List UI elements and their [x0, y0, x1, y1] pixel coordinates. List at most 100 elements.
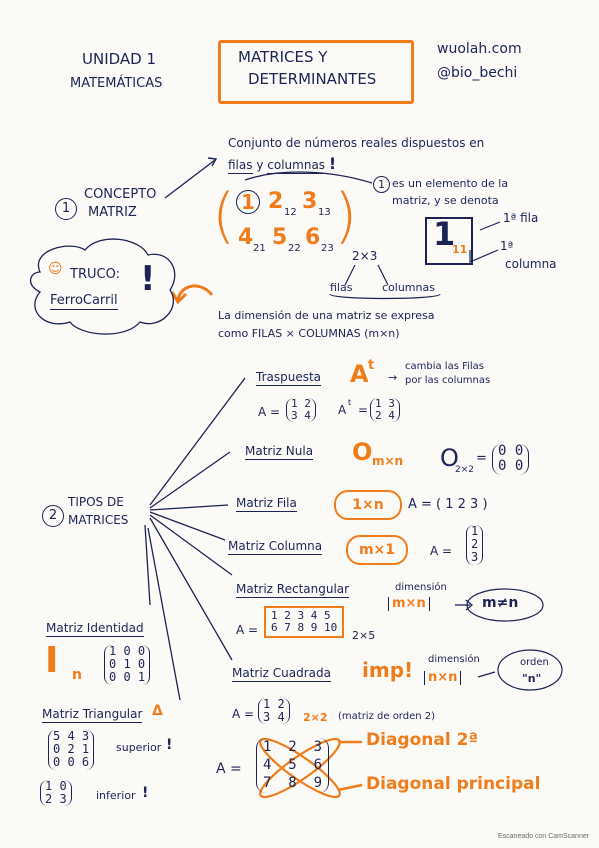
identidad-label: Matriz Identidad — [46, 621, 144, 637]
triangular-inf-matrix: 1 0 2 3 — [40, 779, 72, 807]
matrix-r2c1: 4 — [238, 225, 254, 250]
truco-bang: ! — [140, 259, 156, 299]
first-col-label-line2: columna — [505, 257, 557, 271]
rectangular-label: Matriz Rectangular — [236, 582, 350, 598]
traspuesta-eq-sign: = — [358, 403, 369, 417]
dim-note-line1: La dimensión de una matriz se expresa — [218, 309, 435, 322]
traspuesta-sup: t — [368, 358, 375, 373]
definition-y: y — [256, 158, 264, 172]
traspuesta-eq-a: A = — [258, 405, 281, 419]
cuadrada-dim-value: n×n — [424, 671, 462, 685]
matrix-r1c2: 2 — [268, 189, 284, 214]
tipos-branches — [144, 377, 246, 701]
columna-label: Matriz Columna — [228, 539, 323, 555]
traspuesta-eq-at-sup: t — [348, 398, 352, 407]
traspuesta-eq-at: A — [338, 403, 347, 417]
dim-note-line2: como FILAS × COLUMNAS (m×n) — [218, 327, 400, 340]
author-handle: @bio_bechi — [437, 65, 518, 81]
scanner-footer: Escaneado con CamScanner — [498, 833, 590, 840]
nula-example-eq: = — [476, 451, 487, 466]
cuadrada-big-matrix: 1 2 3 4 5 6 7 8 9 — [256, 738, 330, 793]
rectangular-result: m≠n — [482, 595, 519, 611]
concepto-number: 1 — [55, 198, 77, 220]
rectangular-dim-value: m×n — [388, 597, 430, 611]
diagonal-main: Diagonal principal — [366, 774, 541, 794]
fila-label: Matriz Fila — [236, 496, 297, 512]
truco-return-arrow — [176, 284, 214, 301]
triangular-sup-label: superior — [116, 741, 162, 754]
matrix-right-paren: ) — [334, 181, 358, 251]
matrix-r1c3-sub: 13 — [318, 207, 331, 218]
element-box — [425, 217, 473, 265]
triangular-inf-label: inferior — [96, 789, 136, 802]
matrix-r2c2: 5 — [272, 225, 288, 250]
tipos-number: 2 — [42, 505, 64, 527]
traspuesta-arrow-icon: → — [388, 371, 398, 384]
cuadrada-result-line2: "n" — [522, 672, 542, 685]
dim-rows: filas — [330, 281, 353, 294]
traspuesta-at-matrix: 1 3 2 4 — [370, 397, 400, 423]
fila-example: A = ( 1 2 3 ) — [408, 497, 488, 512]
truco-label: TRUCO: — [70, 267, 120, 282]
cuadrada-example-note: (matriz de orden 2) — [338, 711, 436, 722]
triangular-label: Matriz Triangular — [42, 707, 143, 723]
rectangular-example-eq: A = — [236, 623, 259, 637]
element-note-line2: matriz, y se denota — [392, 194, 499, 207]
columna-badge: m×1 — [346, 535, 408, 565]
arrow-fila — [479, 221, 501, 231]
traspuesta-note-line1: cambia las Filas — [405, 361, 485, 372]
rectangular-example-dim: 2×5 — [352, 629, 376, 642]
element-symbol: 1 — [433, 215, 456, 253]
matrix-r2c2-sub: 22 — [288, 243, 301, 254]
tipos-label-line1: TIPOS DE — [68, 495, 124, 509]
matrix-r2c3-sub: 23 — [321, 243, 334, 254]
matrix-r2c1-sub: 21 — [253, 243, 266, 254]
matrix-r2c3: 6 — [305, 225, 321, 250]
cuadrada-dim-label: dimensión — [428, 654, 480, 665]
triangular-sup-matrix: 5 4 3 0 2 1 0 0 6 — [48, 729, 95, 770]
element-note-line1: es un elemento de la — [392, 177, 509, 190]
element-sub: 11 — [452, 243, 468, 256]
matrix-r1c3: 3 — [302, 189, 318, 214]
arrow-concepto-definition — [164, 159, 216, 199]
title-line2: DETERMINANTES — [248, 70, 377, 88]
bracket-dim — [329, 293, 441, 300]
triangular-symbol: Δ — [152, 703, 163, 719]
cuadrada-result-line1: orden — [520, 657, 549, 668]
identidad-matrix: 1 0 0 0 1 0 0 0 1 — [104, 644, 151, 685]
title-line1: MATRICES Y — [238, 48, 328, 66]
first-col-label-line1: 1ª — [500, 239, 514, 253]
truco-smile-icon: ☺ — [48, 261, 63, 277]
definition-bang: ! — [328, 154, 337, 173]
element-note-number: 1 — [373, 176, 390, 193]
truco-value: FerroCarril — [50, 293, 118, 310]
identidad-sub: n — [72, 667, 82, 683]
concepto-label-line1: CONCEPTO — [84, 187, 157, 202]
traspuesta-symbol: A — [350, 360, 369, 388]
traspuesta-a-matrix: 1 2 3 4 — [286, 397, 316, 423]
tipos-label-line2: MATRICES — [68, 513, 129, 527]
cuadrada-big-eq: A = — [216, 761, 242, 777]
traspuesta-label: Traspuesta — [256, 370, 322, 386]
matrix-left-paren: ( — [212, 181, 236, 251]
unit-line1: UNIDAD 1 — [82, 50, 157, 68]
matrix-r1c1: 1 — [236, 190, 260, 214]
cuadrada-badge: imp! — [362, 658, 414, 682]
nula-sub: m×n — [372, 454, 404, 468]
unit-line2: MATEMÁTICAS — [70, 76, 163, 91]
fila-badge: 1×n — [334, 490, 402, 520]
definition-columnas: columnas — [267, 158, 326, 174]
cuadrada-example-eq: A = — [232, 707, 255, 721]
dim-value: 2×3 — [352, 249, 378, 263]
definition-line1: Conjunto de números reales dispuestos en — [228, 136, 485, 150]
nula-symbol: O — [352, 438, 373, 466]
triangular-sup-bang: ! — [166, 737, 173, 753]
arrow-element-note — [244, 171, 373, 184]
definition-filas: filas — [228, 158, 253, 174]
nula-example-sub: 2×2 — [455, 465, 474, 475]
nula-example-matrix: 0 0 0 0 — [492, 443, 530, 475]
definition-line2: filas y columnas ! — [228, 154, 337, 174]
triangular-inf-bang: ! — [142, 785, 149, 801]
concepto-label-line2: MATRIZ — [88, 205, 137, 220]
